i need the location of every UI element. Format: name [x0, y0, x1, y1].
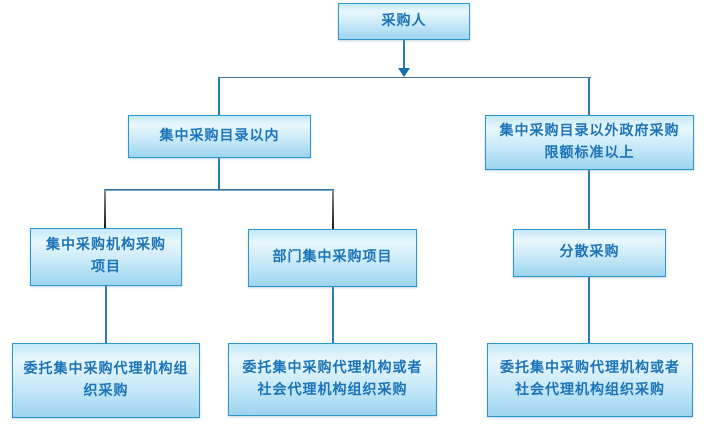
connector-to-department-projects [332, 191, 334, 229]
arrowhead-down-icon [398, 68, 410, 77]
connector-purchaser-stem [403, 40, 405, 70]
node-decentralized: 分散采购 [513, 229, 666, 277]
connector-to-outside-catalog [588, 77, 590, 115]
node-entrust-right: 委托集中采购代理机构或者 社会代理机构组织采购 [487, 343, 693, 417]
connector-within-catalog-stem [218, 158, 220, 190]
node-purchaser: 采购人 [338, 3, 470, 40]
connector-centralized-to-entrust-left [105, 286, 107, 343]
connector-level2-hline [104, 189, 334, 191]
connector-level1-hline [219, 77, 591, 78]
connector-outside-to-decentralized [588, 170, 590, 229]
node-centralized-agency-projects: 集中采购机构采购 项目 [30, 228, 182, 286]
connector-to-within-catalog [218, 77, 220, 115]
node-outside-catalog: 集中采购目录以外政府采购 限额标准以上 [485, 115, 694, 170]
connector-to-centralized-agency [104, 191, 106, 228]
node-entrust-left: 委托集中采购代理机构组 织采购 [12, 343, 200, 418]
connector-decentralized-to-entrust-right [588, 277, 590, 343]
node-within-catalog: 集中采购目录以内 [128, 115, 311, 158]
node-department-projects: 部门集中采购项目 [248, 229, 417, 287]
node-entrust-mid: 委托集中采购代理机构或者 社会代理机构组织采购 [228, 343, 437, 416]
connector-department-to-entrust-mid [332, 287, 334, 343]
